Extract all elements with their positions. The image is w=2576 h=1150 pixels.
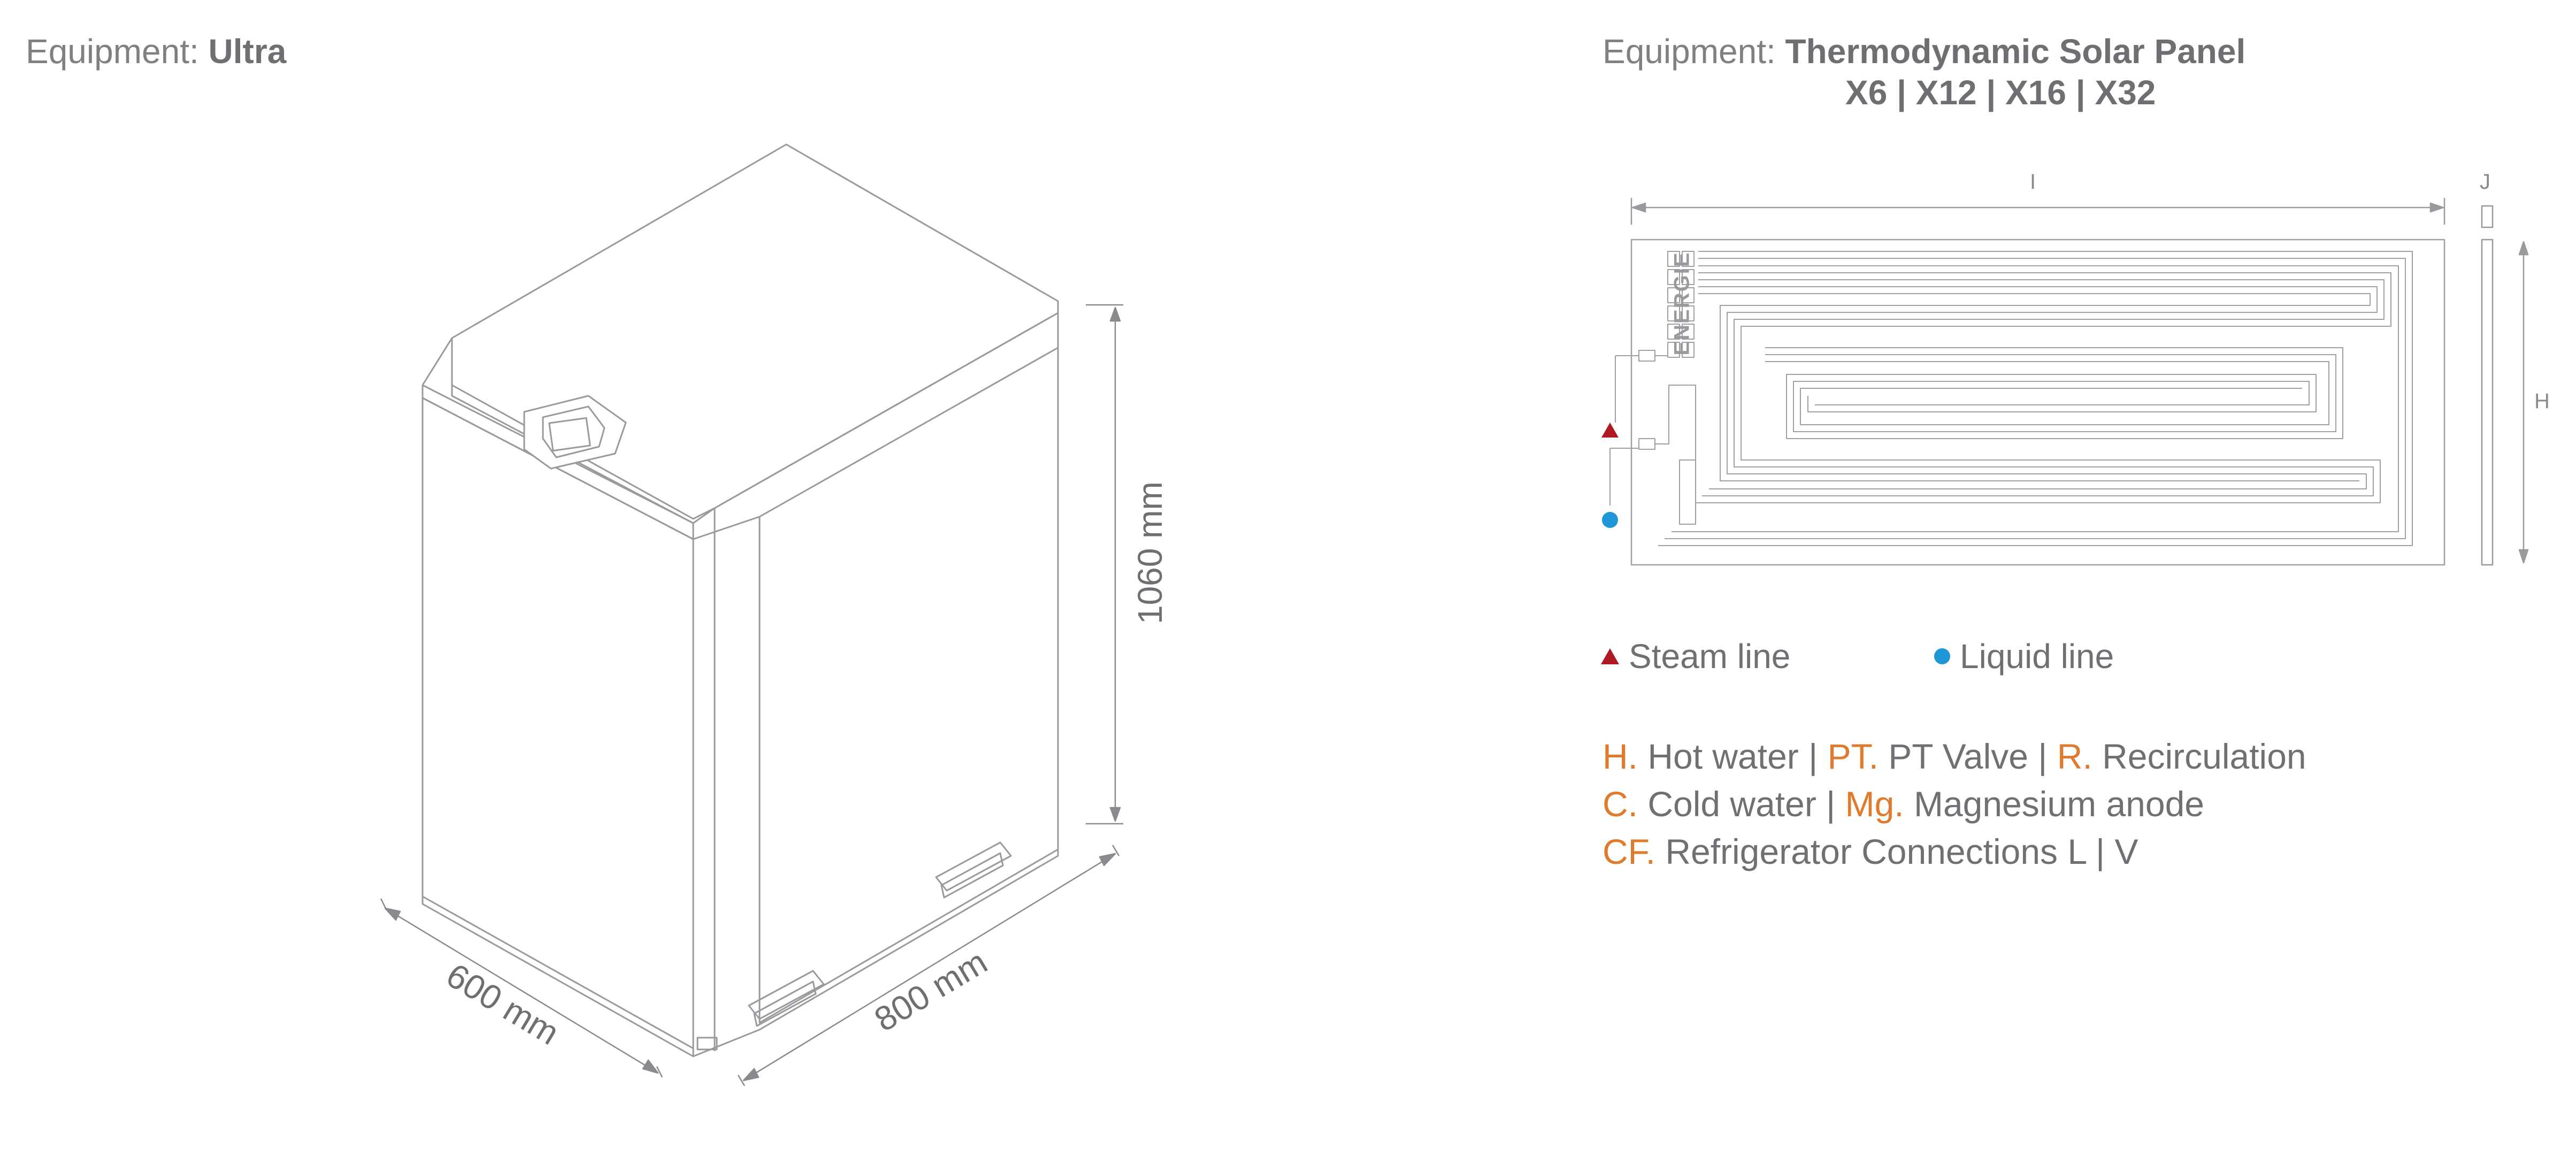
steam-inlet-marker (1601, 423, 1619, 438)
note-key: C. (1603, 784, 1638, 824)
legend-steam-label: Steam line (1629, 637, 1791, 676)
ultra-height-label: 1060 mm (1131, 481, 1169, 624)
equipment-name: Thermodynamic Solar Panel (1785, 32, 2246, 71)
panel-height-label: H (2534, 389, 2550, 413)
connection-notes: H. Hot water | PT. PT Valve | R. Recircu… (1603, 733, 2306, 876)
panel-dimension-lines (1630, 198, 2529, 566)
solar-panel-drawing (1609, 239, 2445, 566)
liquid-inlet-marker (1602, 512, 1618, 528)
panel-brand: ENERGIE (1670, 251, 1694, 356)
note-text: Hot water | (1638, 737, 1828, 776)
note-text: Cold water | (1638, 784, 1845, 824)
legend-liquid-line: Liquid line (1934, 637, 2114, 676)
note-text: Recirculation (2092, 737, 2306, 776)
legend-liquid-label: Liquid line (1960, 637, 2114, 676)
panel-thickness-label: J (2480, 170, 2490, 194)
ultra-equipment-title: Equipment: Ultra (26, 30, 286, 73)
notes-line-3: CF. Refrigerator Connections L | V (1603, 828, 2306, 876)
note-key: Mg. (1845, 784, 1904, 824)
panel-length-label: I (2030, 170, 2036, 194)
note-key: CF. (1603, 832, 1655, 871)
note-key: PT. (1827, 737, 1879, 776)
ultra-dimension-lines (380, 304, 1123, 1086)
steam-triangle-icon (1601, 648, 1619, 664)
equipment-label: Equipment: (26, 32, 199, 71)
liquid-dot-icon (1934, 648, 1950, 664)
equipment-label: Equipment: (1603, 32, 1776, 71)
note-key: R. (2057, 737, 2092, 776)
note-text: Magnesium anode (1904, 784, 2205, 824)
ultra-unit-drawing (421, 143, 1059, 1057)
note-text: PT Valve | (1878, 737, 2057, 776)
note-key: H. (1603, 737, 1638, 776)
panel-equipment-title: Equipment: Thermodynamic Solar Panel (1603, 30, 2245, 73)
legend-steam-line: Steam line (1601, 637, 1790, 676)
panel-models: X6 | X12 | X16 | X32 (1845, 73, 2156, 112)
notes-line-2: C. Cold water | Mg. Magnesium anode (1603, 780, 2306, 828)
note-text: Refrigerator Connections L | V (1655, 832, 2138, 871)
notes-line-1: H. Hot water | PT. PT Valve | R. Recircu… (1603, 733, 2306, 780)
equipment-name: Ultra (208, 32, 287, 71)
